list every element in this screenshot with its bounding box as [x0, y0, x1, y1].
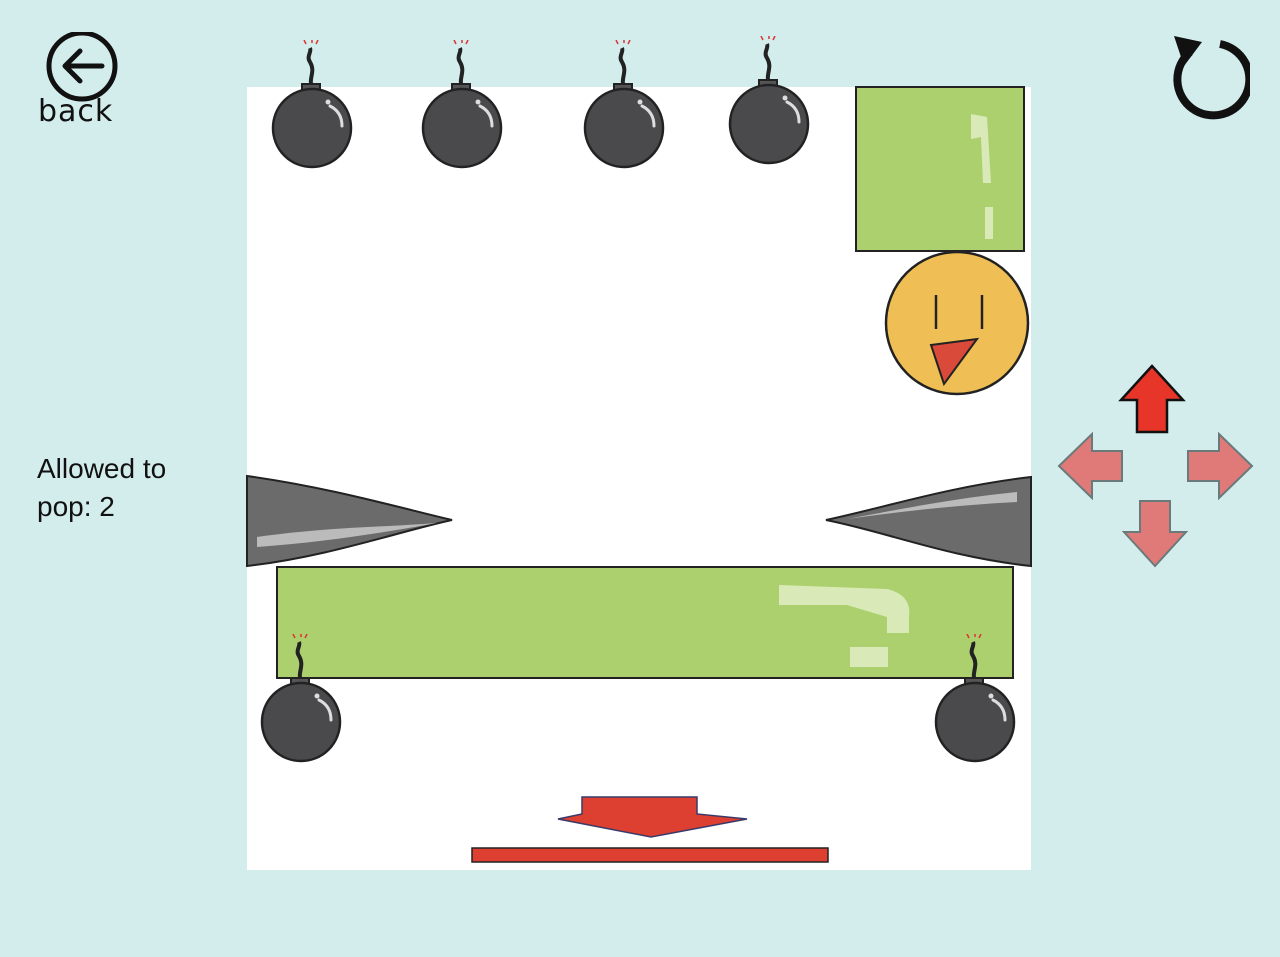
arrow-left-button[interactable] — [1057, 432, 1125, 502]
allowed-line-2: pop: 2 — [37, 491, 115, 522]
arrow-left-circle-icon — [46, 32, 118, 102]
restart-icon — [1173, 36, 1254, 120]
bomb[interactable] — [727, 36, 811, 166]
spike-right — [825, 475, 1032, 568]
bomb[interactable] — [420, 40, 504, 170]
bomb[interactable] — [259, 634, 343, 764]
arrow-down-button[interactable] — [1122, 499, 1190, 569]
arrow-up-button[interactable] — [1118, 364, 1186, 434]
arrow-right-button[interactable] — [1186, 432, 1254, 502]
bomb[interactable] — [582, 40, 666, 170]
spike-left — [246, 474, 453, 568]
board-scene — [246, 86, 1032, 863]
game-board — [246, 86, 1032, 870]
bomb[interactable] — [270, 40, 354, 170]
target-arrow-down — [557, 796, 748, 838]
restart-button[interactable] — [1162, 30, 1254, 122]
bomb[interactable] — [933, 634, 1017, 764]
allowed-line-1: Allowed to — [37, 453, 167, 484]
back-button[interactable]: back — [36, 32, 131, 132]
smiley-face-player — [884, 250, 1030, 396]
green-bar-middle — [276, 566, 1014, 679]
green-block-top — [855, 86, 1025, 252]
back-label: back — [38, 94, 114, 129]
allowed-to-pop-counter: Allowed to pop: 2 — [37, 450, 237, 526]
target-goal-bar — [471, 847, 829, 863]
